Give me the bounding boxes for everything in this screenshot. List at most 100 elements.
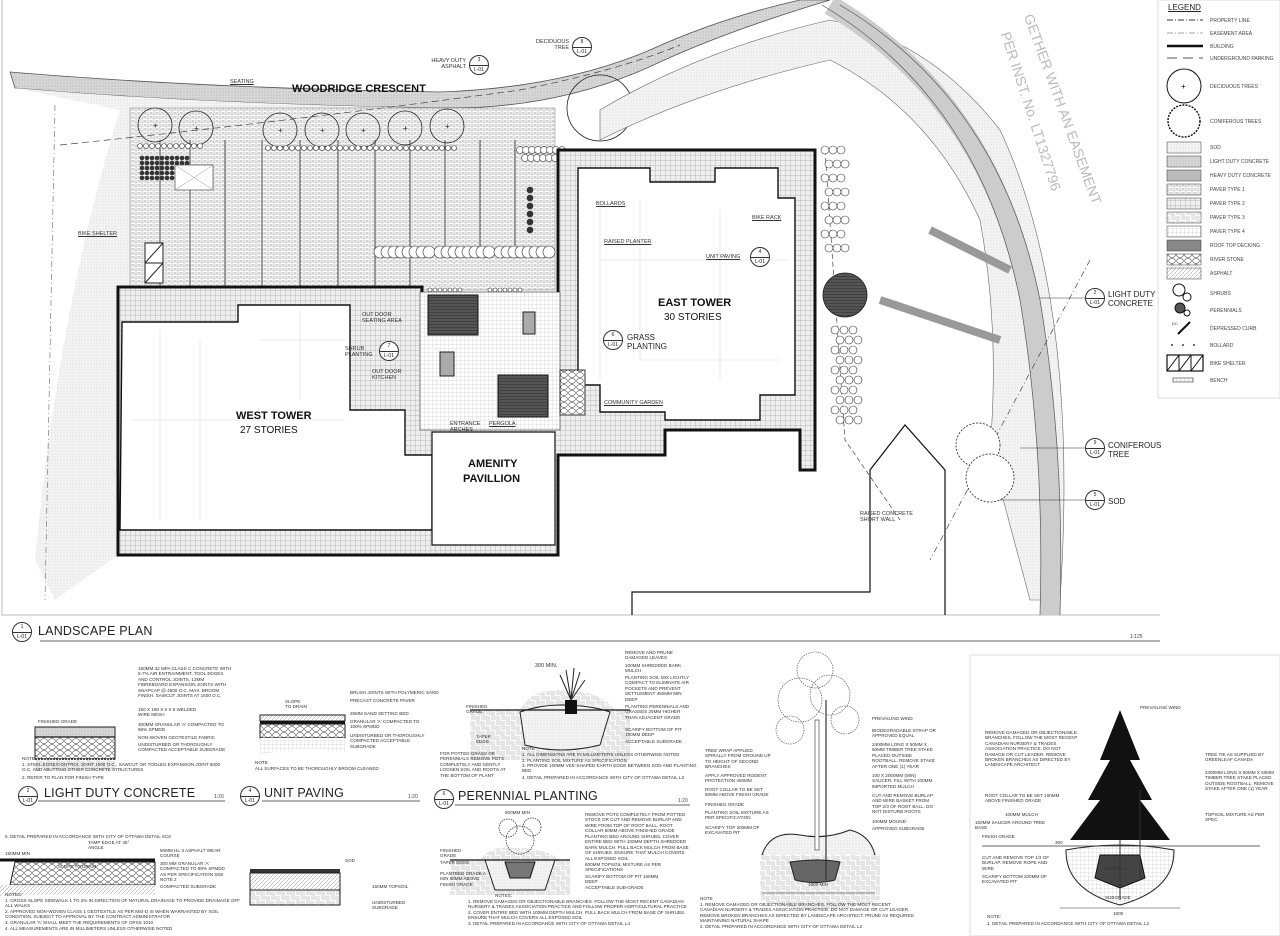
- detail-annotation-text: CUT AND REMOVE BURLAP AND WIRE BASKET FR…: [872, 793, 934, 815]
- shrub-icon: [840, 243, 850, 253]
- shrub-icon: [820, 229, 830, 239]
- shrub-icon: [149, 160, 155, 166]
- detail-annotation-text: REMOVE DAMAGED OR OBJECTIONABLE BRANCHES…: [985, 730, 1078, 768]
- shrub-icon: [526, 210, 534, 218]
- shrub-icon: [301, 145, 307, 151]
- label-raised-concrete: RAISED CONCRETE SHORT WALL: [860, 511, 913, 523]
- detail-annotation-text: 1800 MIN: [808, 882, 828, 887]
- detail-annotation-text: SCARIFY BOTTOM OF PIT 150mm DEEP: [625, 727, 682, 738]
- legend-item-paver4-swatch: PAVER TYPE 4: [1210, 229, 1245, 235]
- shrub-icon: [144, 155, 150, 161]
- shrub-icon: [361, 145, 367, 151]
- badge-sheet: L-01: [754, 259, 765, 265]
- label-seating: SEATING: [230, 79, 254, 85]
- shrub-icon: [403, 145, 409, 151]
- badge-sheet: L-01: [383, 353, 394, 359]
- legend-item-light-dash-dot-line: EASEMENT AREA: [1210, 31, 1253, 37]
- shrub-icon: [169, 165, 175, 171]
- svg-text:+: +: [320, 126, 325, 135]
- shrub-icon: [397, 145, 403, 151]
- svg-text:+: +: [1181, 82, 1186, 91]
- shrub-icon: [159, 155, 165, 161]
- shrub-icon: [853, 415, 863, 425]
- shrub-icon: [149, 175, 155, 181]
- community-garden-deck: [497, 374, 549, 418]
- label-entrance-arches: ENTRANCE ARCHES: [450, 421, 481, 433]
- shrub-icon: [832, 215, 842, 225]
- shrub-icon: [836, 201, 846, 211]
- detail-annotation-text: ROOT COLLAR TO BE SET 100mm ABOVE FINISH…: [985, 793, 1060, 804]
- legend-item-shrub-icon: SHRUBS: [1210, 291, 1231, 297]
- shrub-icon: [139, 155, 145, 161]
- shrub-icon: [159, 160, 165, 166]
- shrub-icon: [844, 375, 854, 385]
- detail-title-perennial: PERENNIAL PLANTING: [458, 789, 598, 803]
- legend-item-bold-line: BUILDING: [1210, 44, 1234, 50]
- detail-annotation-text: FINISHED GRADE: [440, 848, 462, 859]
- badge-sheet: L-01: [1089, 450, 1100, 456]
- detail-annotation-text: 50mm HL-3 ASPHALT WEAR COURSE: [160, 848, 221, 859]
- detail-annotation-text: 2. APPROVED NON-WOVEN CLASS 1 GEOTEXTILE…: [5, 909, 219, 920]
- shrub-icon: [191, 143, 197, 149]
- detail-annotation-text: 2. REFER TO PLAN FOR FINISH TYPE: [22, 775, 104, 780]
- shrub-icon: [830, 405, 840, 415]
- shrub-icon: [139, 170, 145, 176]
- legend-item-dashed-line: UNDERGROUND PARKING: [1210, 56, 1274, 62]
- detail-annotation-text: ACCEPTABLE SUB-GRADE: [585, 885, 644, 891]
- shrub-icon: [844, 355, 854, 365]
- detail-annotation-text: PREVAILING WIND: [1140, 705, 1181, 710]
- detail-annotation-text: 1. STEEL EDGE/CONTROL JOINT 1500 O.C., S…: [22, 762, 221, 773]
- detail-annotation-text: FINISHED GRADE: [705, 802, 745, 807]
- amenity-label-2: PAVILLION: [463, 473, 521, 485]
- bike-shelter-icon: [144, 242, 164, 284]
- shrub-icon: [839, 365, 849, 375]
- shrub-icon: [184, 155, 190, 161]
- badge-sheet: L-01: [473, 67, 484, 73]
- shrub-icon: [159, 170, 165, 176]
- shrub-icon: [442, 287, 448, 293]
- shrub-icon: [830, 365, 840, 375]
- detail-annotation-text: 4. ALL MEASUREMENTS ARE IN MILLIMETERS U…: [5, 925, 173, 931]
- legend-item-asphalt-swatch: ASPHALT: [1210, 271, 1233, 277]
- shrub-icon: [139, 175, 145, 181]
- shrub-icon: [439, 145, 445, 151]
- shrub-icon: [185, 143, 191, 149]
- amenity-pavillion-footprint: [431, 431, 556, 546]
- shrub-icon: [840, 187, 850, 197]
- shrub-icon: [839, 385, 849, 395]
- shrub-icon: [313, 145, 319, 151]
- east-path: [824, 0, 1061, 616]
- detail-annotation-text: TAPER EDGE: [440, 860, 470, 865]
- shrub-icon: [835, 415, 845, 425]
- amenity-label: AMENITY: [468, 458, 518, 470]
- detail-annotation-text: 300mm GRANULAR 'A' COMPACTED TO 98% SPMD…: [138, 722, 224, 733]
- landscape-plan: +++++++: [1, 0, 1160, 642]
- badge-number: 2: [1086, 289, 1104, 299]
- detail-annotation-text: CUT AND REMOVE TOP 1/3 OF BURLAP. REMOVE…: [982, 855, 1050, 871]
- detail-annotation-text: 25mm SAND SETTING BED: [350, 711, 409, 716]
- outdoor-seating-deck: [427, 294, 479, 336]
- shrub-icon: [526, 186, 534, 194]
- detail-annotation-text: 100 x 2000mm (MIN) SAUCER. FILL WITH 100…: [872, 773, 933, 789]
- legend-item-deciduous-tree-icon: DECIDUOUS TREES: [1210, 84, 1258, 90]
- shrub-icon: [492, 287, 498, 293]
- detail-annotation-text: PLANTBED GRADE A MIN 50mm ABOVE FINISH G…: [440, 871, 486, 887]
- shrub-icon: [839, 345, 849, 355]
- shrub-icon: [482, 245, 496, 259]
- badge-sheet: L-01: [16, 634, 27, 640]
- shrub-icon: [385, 145, 391, 151]
- detail-annotation-text: ALL SURFACES TO BE THOROUGHLY BROOM CLEA…: [255, 766, 379, 771]
- detail-annotation-text: ROOTBALL: [1104, 866, 1129, 871]
- shrub-icon: [848, 365, 858, 375]
- detail-annotation-text: 2400mm LONG x 50mm x 50mm TIMBER TREE ST…: [872, 742, 935, 769]
- legend-item-paver3-swatch: PAVER TYPE 3: [1210, 215, 1245, 221]
- detail-annotation-text: PLANTING PERENNIALS AND GRASSES 25mm HIG…: [625, 704, 690, 720]
